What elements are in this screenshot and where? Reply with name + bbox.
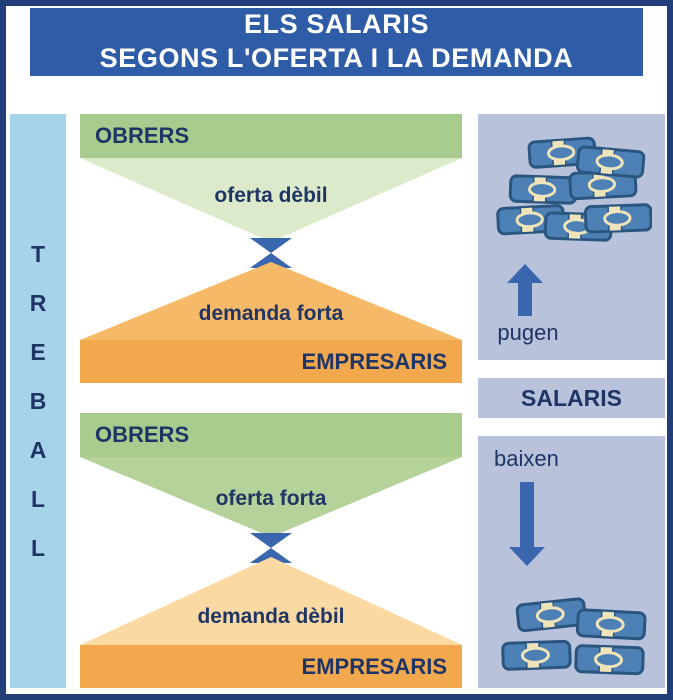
demand-strong-shape	[80, 262, 462, 340]
treball-letter: A	[29, 436, 47, 463]
pugen-caption: pugen	[497, 320, 559, 345]
diagram2-empresaris-bar: EMPRESARIS	[80, 645, 462, 688]
treball-letter: L	[30, 485, 46, 512]
treball-letter: B	[29, 387, 47, 414]
diagram2-obrers-bar: OBRERS	[80, 413, 462, 457]
money-stack-large-icon	[495, 136, 652, 242]
supply-label: oferta dèbil	[214, 184, 328, 207]
treball-axis-bar: T R E B A L L	[10, 114, 66, 688]
demand-label: demanda dèbil	[197, 605, 345, 628]
treball-letter: T	[30, 240, 46, 267]
demand-weak-shape	[80, 557, 462, 645]
obrers-label: OBRERS	[95, 422, 190, 447]
money-stack-small-icon	[501, 596, 647, 676]
baixen-caption: baixen	[494, 446, 559, 471]
obrers-label: OBRERS	[95, 123, 190, 148]
treball-letter: L	[30, 534, 46, 561]
supply-label: oferta forta	[215, 487, 327, 510]
diagram1-demand-funnel: demanda forta	[80, 262, 462, 340]
diagram2-demand-funnel: demanda dèbil	[80, 557, 462, 645]
page-title: ELS SALARIS SEGONS L'OFERTA I LA DEMANDA	[30, 8, 643, 76]
salaries-rise-panel: pugen	[478, 114, 665, 360]
treball-letter: R	[29, 289, 47, 316]
treball-letter: E	[30, 338, 46, 365]
diagram2-supply-funnel: oferta forta	[80, 457, 462, 537]
demand-label: demanda forta	[198, 302, 344, 325]
arrow-up-icon	[507, 264, 543, 316]
salaris-label: SALARIS	[521, 384, 622, 411]
diagram1-empresaris-bar: EMPRESARIS	[80, 340, 462, 383]
salaris-label-bar: SALARIS	[478, 378, 665, 418]
empresaris-label: EMPRESARIS	[301, 653, 447, 679]
title-line2: SEGONS L'OFERTA I LA DEMANDA	[99, 43, 574, 73]
diagram1-supply-funnel: oferta dèbil	[80, 158, 462, 242]
salaries-fall-panel: baixen	[478, 436, 665, 688]
diagram1-obrers-bar: OBRERS	[80, 114, 462, 158]
arrow-down-icon	[509, 482, 545, 566]
empresaris-label: EMPRESARIS	[301, 348, 447, 374]
title-line1: ELS SALARIS	[243, 9, 430, 40]
